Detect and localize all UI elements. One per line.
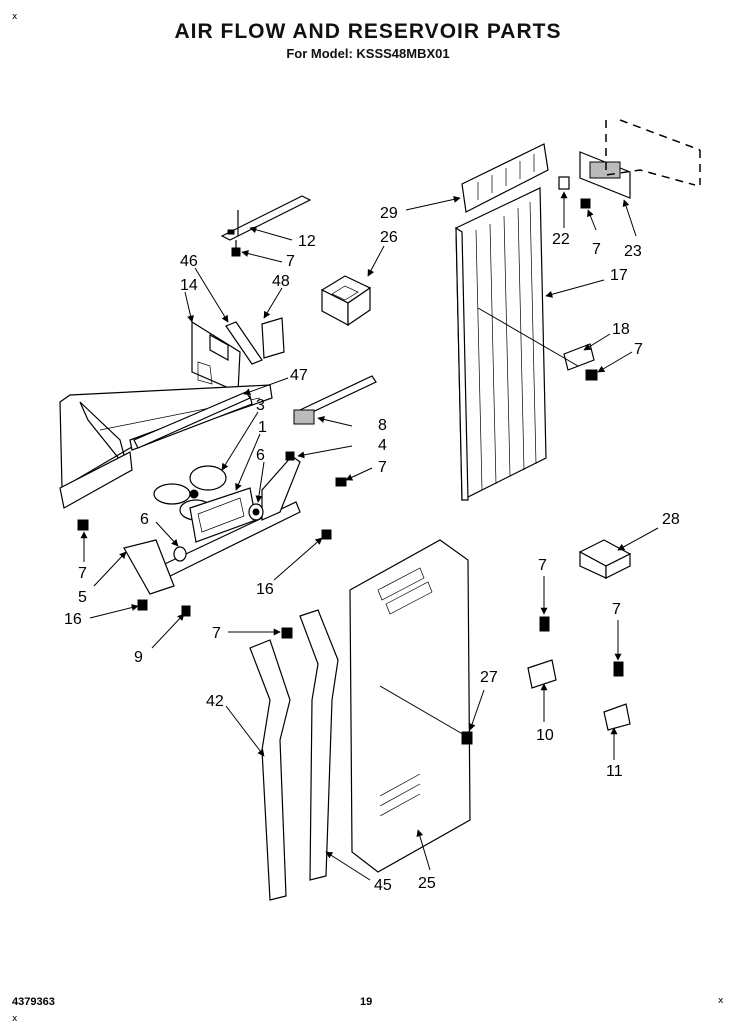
corner-mark-bottom-right: x <box>718 996 724 1006</box>
part-8-connector <box>293 375 377 425</box>
part-1-3-fan-assembly <box>151 465 301 583</box>
part-48-pad <box>261 317 285 359</box>
screw-7-fan-left <box>77 519 89 531</box>
callout-10: 10 <box>536 727 554 744</box>
leader-lines <box>80 191 659 881</box>
callout-47: 47 <box>290 367 308 384</box>
callout-23: 23 <box>624 243 642 260</box>
callout-8: 8 <box>378 417 387 434</box>
part-29-grille <box>461 143 549 213</box>
callout-14: 14 <box>180 277 198 294</box>
callout-48: 48 <box>272 273 290 290</box>
callout-9: 9 <box>134 649 143 666</box>
screw-9 <box>181 605 191 617</box>
part-14-housing <box>191 320 241 393</box>
part-47-bar <box>133 391 251 449</box>
dashed-outline <box>605 119 701 186</box>
callout-26: 26 <box>380 229 398 246</box>
document-number: 4379363 <box>12 996 55 1008</box>
callout-1: 1 <box>258 419 267 436</box>
callout-18: 18 <box>612 321 630 338</box>
part-46-strip <box>225 321 263 365</box>
part-25-panel <box>349 539 471 873</box>
page-title: AIR FLOW AND RESERVOIR PARTS <box>174 20 562 43</box>
screw-7-fan-right <box>335 477 347 487</box>
part-6-grommet-left <box>173 546 187 562</box>
part-5-bracket <box>123 539 175 595</box>
callout-7: 7 <box>286 253 295 270</box>
callout-5: 5 <box>78 589 87 606</box>
callout-6: 6 <box>140 511 149 528</box>
corner-mark-top-left: x <box>12 12 18 22</box>
callout-28: 28 <box>662 511 680 528</box>
callout-17: 17 <box>610 267 628 284</box>
part-26-duct <box>320 275 372 327</box>
part-23-bracket <box>579 151 631 199</box>
callout-46: 46 <box>180 253 198 270</box>
callout-12: 12 <box>298 233 316 250</box>
callout-11: 11 <box>606 763 623 780</box>
part-18-bracket <box>563 343 595 371</box>
callout-7: 7 <box>592 241 601 258</box>
callout-7: 7 <box>538 557 547 574</box>
part-11-clip <box>603 661 631 731</box>
screw-16-left <box>137 599 148 611</box>
callout-7: 7 <box>612 601 621 618</box>
screw-16-right <box>321 529 332 540</box>
part-42-bracket <box>249 627 293 901</box>
callout-7: 7 <box>634 341 643 358</box>
part-28-block <box>578 539 632 579</box>
callout-42: 42 <box>206 693 224 710</box>
screw-27 <box>461 731 473 745</box>
part-12-bracket <box>220 195 312 241</box>
part-6-grommet-right <box>248 503 264 521</box>
callout-16: 16 <box>64 611 82 628</box>
callout-3: 3 <box>256 397 265 414</box>
page-number: 19 <box>360 996 373 1008</box>
part-45-bracket <box>299 609 339 881</box>
callout-7: 7 <box>378 459 387 476</box>
callout-16: 16 <box>256 581 274 598</box>
part-10-clip <box>527 616 557 689</box>
model-subtitle: For Model: KSSS48MBX01 <box>286 46 450 61</box>
callout-4: 4 <box>378 437 387 454</box>
callout-labels: 12 7 26 46 48 14 47 3 1 8 4 6 7 6 7 5 16… <box>64 205 680 894</box>
callout-22: 22 <box>552 231 570 248</box>
screw-7-top-right <box>580 198 591 209</box>
callout-7: 7 <box>212 625 221 642</box>
callout-45: 45 <box>374 877 392 894</box>
callout-29: 29 <box>380 205 398 222</box>
callout-25: 25 <box>418 875 436 892</box>
screw-7-upper-left <box>231 240 241 257</box>
part-17-panel <box>455 187 547 501</box>
callout-27: 27 <box>480 669 498 686</box>
callout-6: 6 <box>256 447 265 464</box>
corner-mark-bottom-left: x <box>12 1014 18 1024</box>
part-22-clip <box>558 176 570 190</box>
callout-7: 7 <box>78 565 87 582</box>
screw-7-mid-right <box>585 369 598 381</box>
